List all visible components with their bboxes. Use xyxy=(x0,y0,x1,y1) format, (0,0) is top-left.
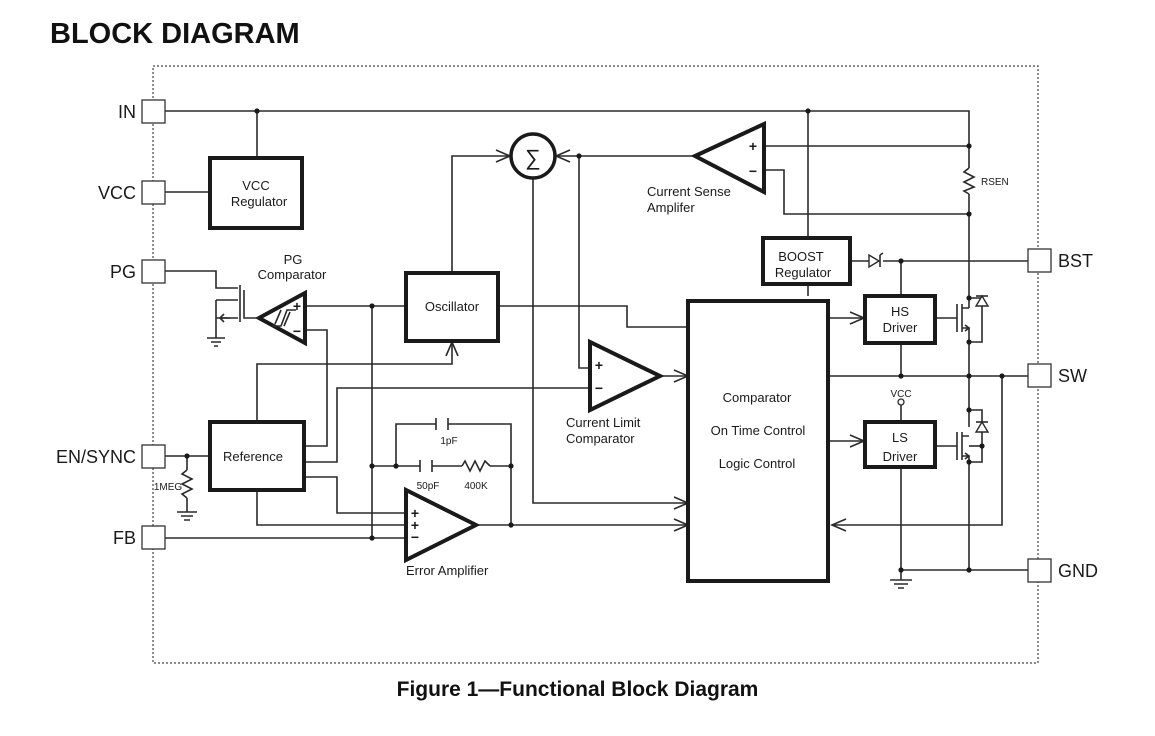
svg-text:VCC: VCC xyxy=(242,178,269,193)
svg-text:−: − xyxy=(411,529,419,545)
pin-fb: FB xyxy=(113,525,166,550)
pg-mosfet xyxy=(239,285,259,322)
error-amplifier: + + − Error Amplifier xyxy=(404,486,489,578)
svg-text:RSEN: RSEN xyxy=(981,177,1009,188)
vcc-regulator-block: VCC Regulator xyxy=(208,156,304,230)
hs-mosfet-icon xyxy=(956,294,990,332)
svg-text:Oscillator: Oscillator xyxy=(425,299,480,314)
ground-icon xyxy=(890,579,912,589)
svg-text:−: − xyxy=(749,163,757,179)
svg-text:Comparator: Comparator xyxy=(723,390,792,405)
pin-label: FB xyxy=(113,528,136,548)
wires xyxy=(165,110,1028,580)
pin-label: GND xyxy=(1058,561,1098,581)
svg-text:Reference: Reference xyxy=(223,449,283,464)
svg-text:Driver: Driver xyxy=(883,449,918,464)
pin-label: EN/SYNC xyxy=(56,447,136,467)
svg-text:Amplifer: Amplifer xyxy=(647,200,695,215)
resistor-1meg: 1MEG xyxy=(154,469,194,499)
svg-text:+: + xyxy=(411,517,419,533)
control-logic-block: Comparator On Time Control Logic Control xyxy=(686,299,830,583)
resistor-400k: 400K xyxy=(461,459,491,492)
svg-text:+: + xyxy=(595,357,603,373)
boost-regulator-block: BOOST Regulator xyxy=(761,236,852,286)
svg-text:VCC: VCC xyxy=(890,389,911,400)
resistor-rsen: RSEN xyxy=(962,167,1009,195)
pin-label: IN xyxy=(118,102,136,122)
current-sense-amplifier: + − Current Sense Amplifer xyxy=(647,120,766,215)
pin-in: IN xyxy=(118,99,166,124)
pg-comparator: + − PG Comparator xyxy=(254,252,327,347)
pin-sw: SW xyxy=(1027,363,1087,388)
arrow-icon xyxy=(829,518,847,532)
svg-text:Logic Control: Logic Control xyxy=(719,456,796,471)
svg-text:On Time Control: On Time Control xyxy=(711,423,806,438)
reference-block: Reference xyxy=(208,420,306,492)
svg-text:Error Amplifier: Error Amplifier xyxy=(406,563,489,578)
svg-text:400K: 400K xyxy=(464,481,488,492)
pin-label: BST xyxy=(1058,251,1093,271)
pin-label: PG xyxy=(110,262,136,282)
boost-diode-icon xyxy=(868,252,884,269)
figure-caption: Figure 1—Functional Block Diagram xyxy=(396,678,759,701)
pin-gnd: GND xyxy=(1027,558,1098,583)
pin-label: VCC xyxy=(98,183,136,203)
sigma-icon: ∑ xyxy=(525,145,541,170)
page-heading: BLOCK DIAGRAM xyxy=(50,18,300,50)
ls-driver-block: LS Driver xyxy=(863,420,937,469)
svg-text:−: − xyxy=(293,323,301,339)
svg-text:1pF: 1pF xyxy=(440,436,457,447)
pin-vcc: VCC xyxy=(98,180,166,205)
svg-text:Regulator: Regulator xyxy=(231,194,288,209)
svg-text:HS: HS xyxy=(891,304,909,319)
svg-text:+: + xyxy=(293,298,301,314)
svg-text:BOOST: BOOST xyxy=(778,249,824,264)
current-limit-comparator: + − Current Limit Comparator xyxy=(566,338,665,446)
capacitor-1pf: 1pF xyxy=(435,418,458,447)
arrow-icon xyxy=(218,313,230,323)
svg-text:Comparator: Comparator xyxy=(566,431,635,446)
svg-text:Current Sense: Current Sense xyxy=(647,184,731,199)
pin-en-sync: EN/SYNC xyxy=(56,444,166,469)
ls-mosfet-icon xyxy=(956,420,990,460)
svg-text:+: + xyxy=(749,138,757,154)
oscillator-block: Oscillator xyxy=(404,271,500,343)
svg-text:LS: LS xyxy=(892,430,908,445)
pin-label: SW xyxy=(1058,366,1087,386)
svg-text:Comparator: Comparator xyxy=(258,267,327,282)
junction-dots xyxy=(184,108,1005,573)
pin-pg: PG xyxy=(110,259,166,284)
svg-text:−: − xyxy=(595,380,603,396)
svg-text:1MEG: 1MEG xyxy=(154,482,183,493)
svg-text:Current Limit: Current Limit xyxy=(566,415,641,430)
svg-text:PG: PG xyxy=(284,252,303,267)
ls-vcc-terminal: VCC xyxy=(890,389,912,406)
svg-text:Regulator: Regulator xyxy=(775,265,832,280)
summing-junction: ∑ xyxy=(509,132,557,180)
ground-icon xyxy=(207,337,225,347)
svg-text:50pF: 50pF xyxy=(417,481,440,492)
ground-icon xyxy=(177,511,197,521)
svg-text:+: + xyxy=(411,505,419,521)
hs-driver-block: HS Driver xyxy=(863,294,937,345)
capacitor-50pf: 50pF xyxy=(417,460,440,492)
ic-boundary xyxy=(152,65,1039,664)
svg-text:Driver: Driver xyxy=(883,320,918,335)
pin-bst: BST xyxy=(1027,248,1093,273)
hysteresis-icon xyxy=(272,309,296,327)
